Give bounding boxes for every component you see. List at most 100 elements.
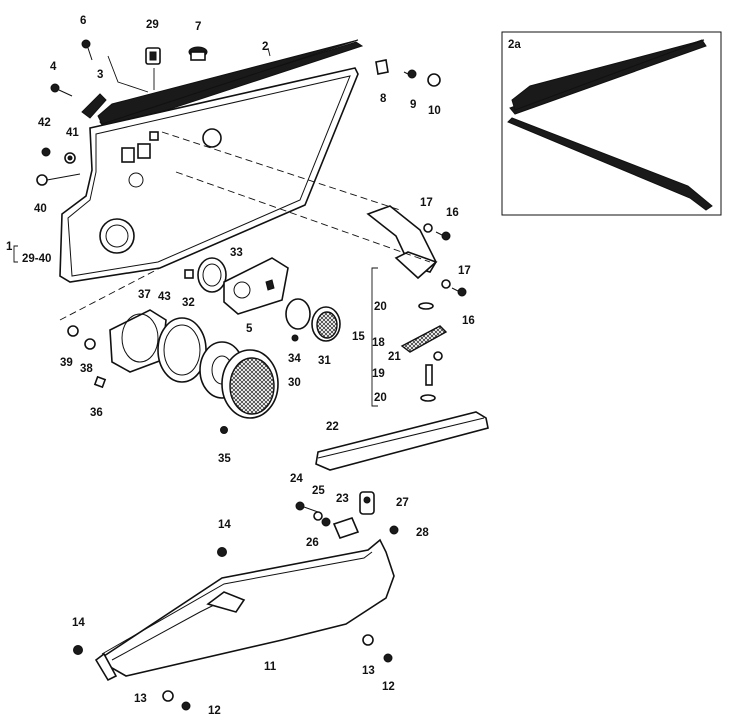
label-21: 21	[388, 351, 401, 363]
cap-10-icon	[427, 73, 441, 87]
screw-6-icon	[81, 39, 93, 61]
dash-line-1	[161, 131, 401, 211]
leader-2	[267, 47, 271, 57]
leader-6	[107, 55, 149, 93]
label-5: 5	[246, 323, 253, 335]
label-41: 41	[66, 127, 79, 139]
armrest-cover	[315, 411, 489, 471]
label-28: 28	[416, 527, 429, 539]
screw-icon	[50, 83, 73, 97]
screw-28-icon	[389, 525, 399, 535]
label-35: 35	[218, 453, 231, 465]
clip-14a-icon	[217, 547, 227, 557]
screw-16b-icon	[451, 287, 467, 297]
spring-19-icon	[425, 364, 433, 386]
clip-43-icon	[184, 269, 194, 279]
label-2: 2	[262, 41, 268, 53]
label-30: 30	[288, 377, 301, 389]
label-43: 43	[158, 291, 171, 303]
nut-36-icon	[93, 375, 107, 389]
clip-20-icon	[418, 302, 434, 310]
label-20a: 20	[374, 301, 387, 313]
label-39: 39	[60, 357, 73, 369]
label-13b: 13	[362, 665, 375, 677]
dash-line-2	[175, 171, 431, 263]
label-29: 29	[146, 19, 159, 31]
door-pull-handle	[366, 205, 438, 280]
washer-38-icon	[84, 338, 96, 350]
speaker-ring-33	[197, 257, 227, 293]
label-17b: 17	[458, 265, 471, 277]
label-14b: 14	[72, 617, 85, 629]
label-38: 38	[80, 363, 93, 375]
inset-label: 2a	[508, 39, 521, 51]
label-33: 33	[230, 247, 243, 259]
bracket-1	[13, 245, 18, 263]
label-10: 10	[428, 105, 441, 117]
label-27: 27	[396, 497, 409, 509]
washer-39-icon	[67, 325, 79, 337]
screw-12b-icon	[383, 653, 393, 663]
speaker-cover-5	[223, 257, 289, 315]
armrest-bracket	[81, 93, 107, 119]
label-25: 25	[312, 485, 325, 497]
washer-17b-icon	[441, 279, 451, 289]
label-range: 29-40	[22, 253, 51, 265]
label-37: 37	[138, 289, 151, 301]
bracket-23	[332, 517, 360, 539]
label-34: 34	[288, 353, 301, 365]
window-seal-upper-inset	[509, 39, 707, 115]
screw-16-icon	[435, 231, 451, 241]
window-seal-lower-inset	[507, 117, 713, 211]
cap-21-icon	[433, 351, 443, 361]
label-11: 11	[264, 661, 277, 673]
plug-icon	[188, 46, 208, 61]
label-42: 42	[38, 117, 51, 129]
screw-9-icon	[403, 69, 417, 79]
clip-icon	[145, 47, 161, 65]
washer-17-icon	[423, 223, 433, 233]
label-26: 26	[306, 537, 319, 549]
label-20b: 20	[374, 392, 387, 404]
switch-plate-18	[400, 325, 448, 353]
label-7: 7	[195, 21, 201, 33]
label-6: 6	[80, 15, 86, 27]
clip-8-icon	[375, 59, 389, 75]
dash-line-3	[59, 267, 161, 321]
lock-27-icon	[359, 491, 375, 515]
label-16a: 16	[446, 207, 459, 219]
label-9: 9	[410, 99, 416, 111]
label-24: 24	[290, 473, 303, 485]
window-seal-strip	[97, 39, 364, 131]
label-23: 23	[336, 493, 349, 505]
nut-26-icon	[321, 517, 331, 527]
part-labels: 6 29 7 2 4 3 8 9 10 42 41 40 1 29-40 33 …	[6, 15, 475, 717]
washer-13b-icon	[362, 634, 374, 646]
label-12a: 12	[208, 705, 221, 717]
screw-42-icon	[41, 147, 51, 157]
clip-14b-icon	[73, 645, 83, 655]
clip-20b-icon	[420, 394, 436, 402]
screw-35-icon	[220, 426, 228, 434]
label-17a: 17	[420, 197, 433, 209]
door-trim-panel	[59, 67, 359, 283]
label-22: 22	[326, 421, 339, 433]
door-pocket-panel	[94, 538, 395, 682]
label-1: 1	[6, 241, 13, 253]
label-3: 3	[97, 69, 103, 81]
label-16b: 16	[462, 315, 475, 327]
label-15: 15	[352, 331, 365, 343]
label-18: 18	[372, 337, 385, 349]
screw-24-icon	[295, 501, 319, 513]
speaker-grille-30	[221, 349, 279, 419]
tweeter-grille-31	[311, 306, 341, 342]
screw-12a-icon	[181, 701, 191, 711]
screw-34-icon	[291, 334, 299, 342]
label-8: 8	[380, 93, 387, 105]
label-12b: 12	[382, 681, 395, 693]
label-36: 36	[90, 407, 103, 419]
label-19: 19	[372, 368, 385, 380]
label-14a: 14	[218, 519, 231, 531]
label-13a: 13	[134, 693, 147, 705]
